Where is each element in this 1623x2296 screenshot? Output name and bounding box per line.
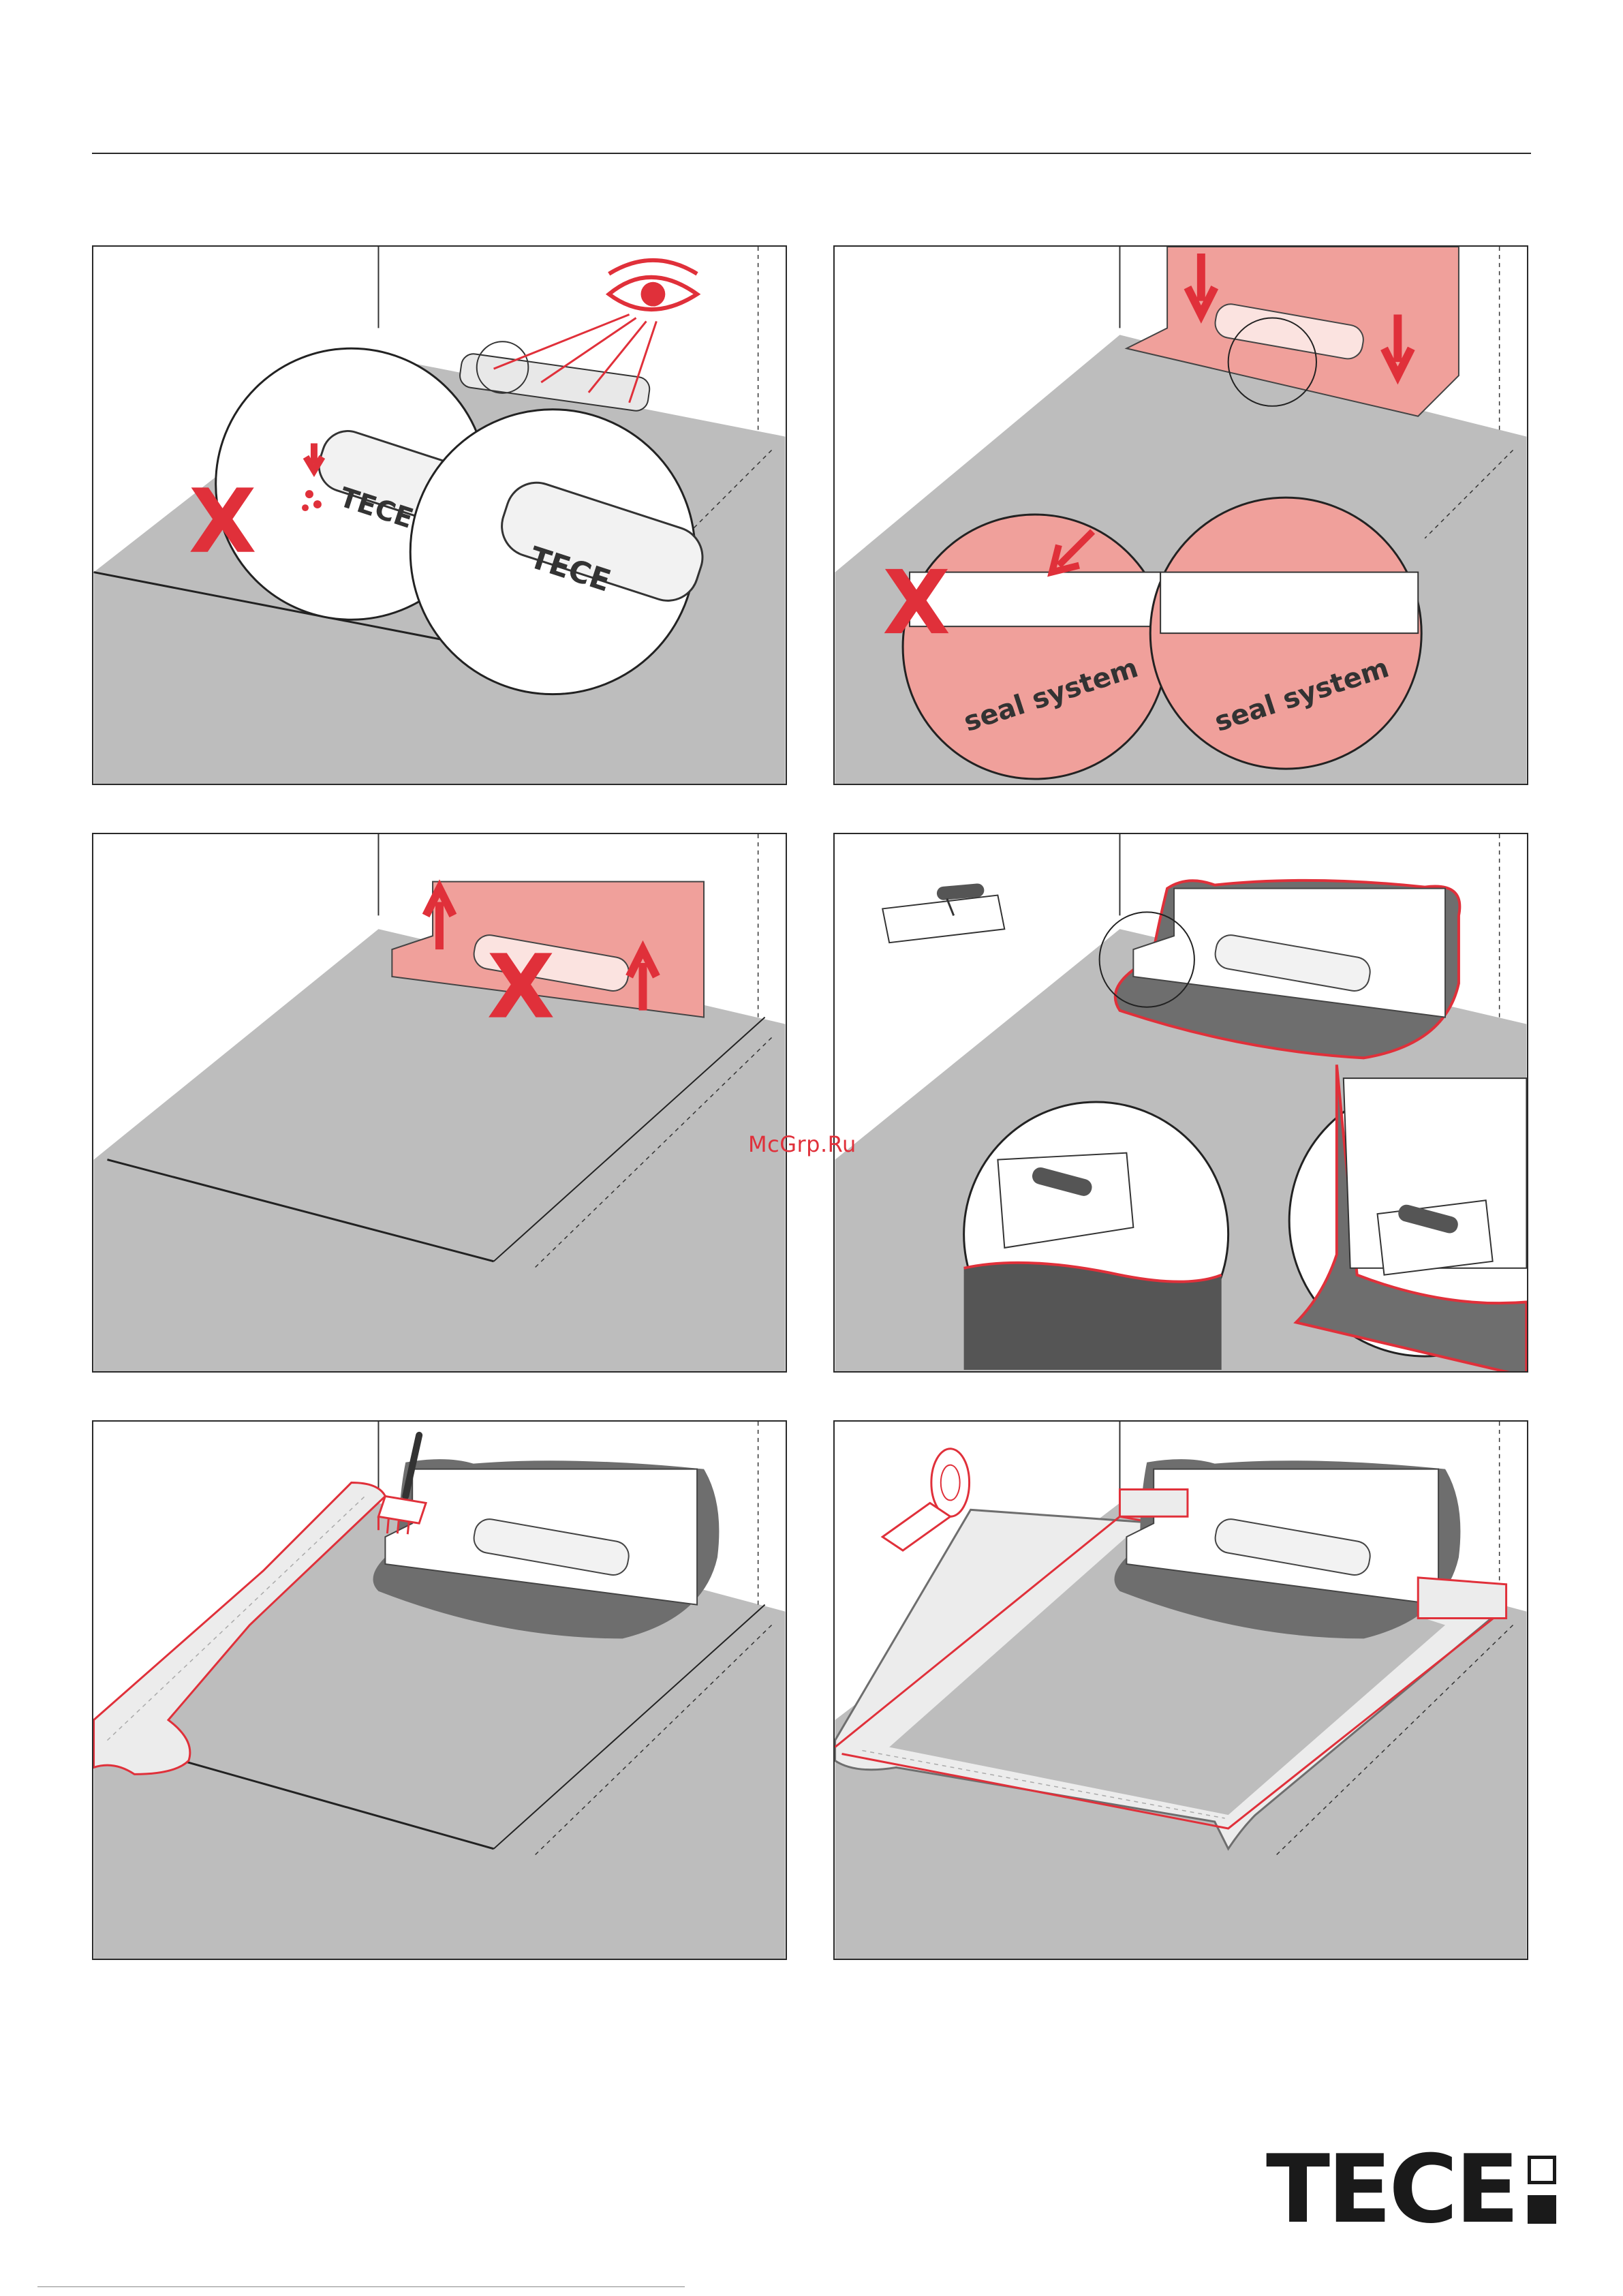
step-panel-3: X <box>92 833 787 1373</box>
cross-mark: X <box>487 936 555 1039</box>
step-4-illustration <box>835 834 1527 1371</box>
brand-mark-icon <box>1522 2156 1559 2228</box>
step-panel-5 <box>92 1420 787 1960</box>
notched-trowel-icon <box>882 883 1004 943</box>
watermark: McGrp.Ru <box>748 1131 856 1157</box>
brand-logo: TECE <box>1266 2145 1559 2234</box>
step-6-illustration <box>835 1422 1527 1959</box>
header-rule <box>92 153 1531 154</box>
step-1-illustration: TECE TECE X <box>93 247 786 784</box>
step-panel-6 <box>833 1420 1528 1960</box>
step-panel-1: TECE TECE X <box>92 245 787 785</box>
cross-mark: X <box>189 470 257 573</box>
step-panel-2: seal system seal system X <box>833 245 1528 785</box>
brand-name: TECE <box>1266 2143 1517 2237</box>
eye-icon <box>609 260 697 309</box>
step-panel-4 <box>833 833 1528 1373</box>
footer-rule <box>37 2286 685 2287</box>
step-5-illustration <box>93 1422 786 1959</box>
cross-mark: X <box>882 551 950 654</box>
step-3-illustration: X <box>93 834 786 1371</box>
step-2-illustration: seal system seal system X <box>835 247 1527 784</box>
